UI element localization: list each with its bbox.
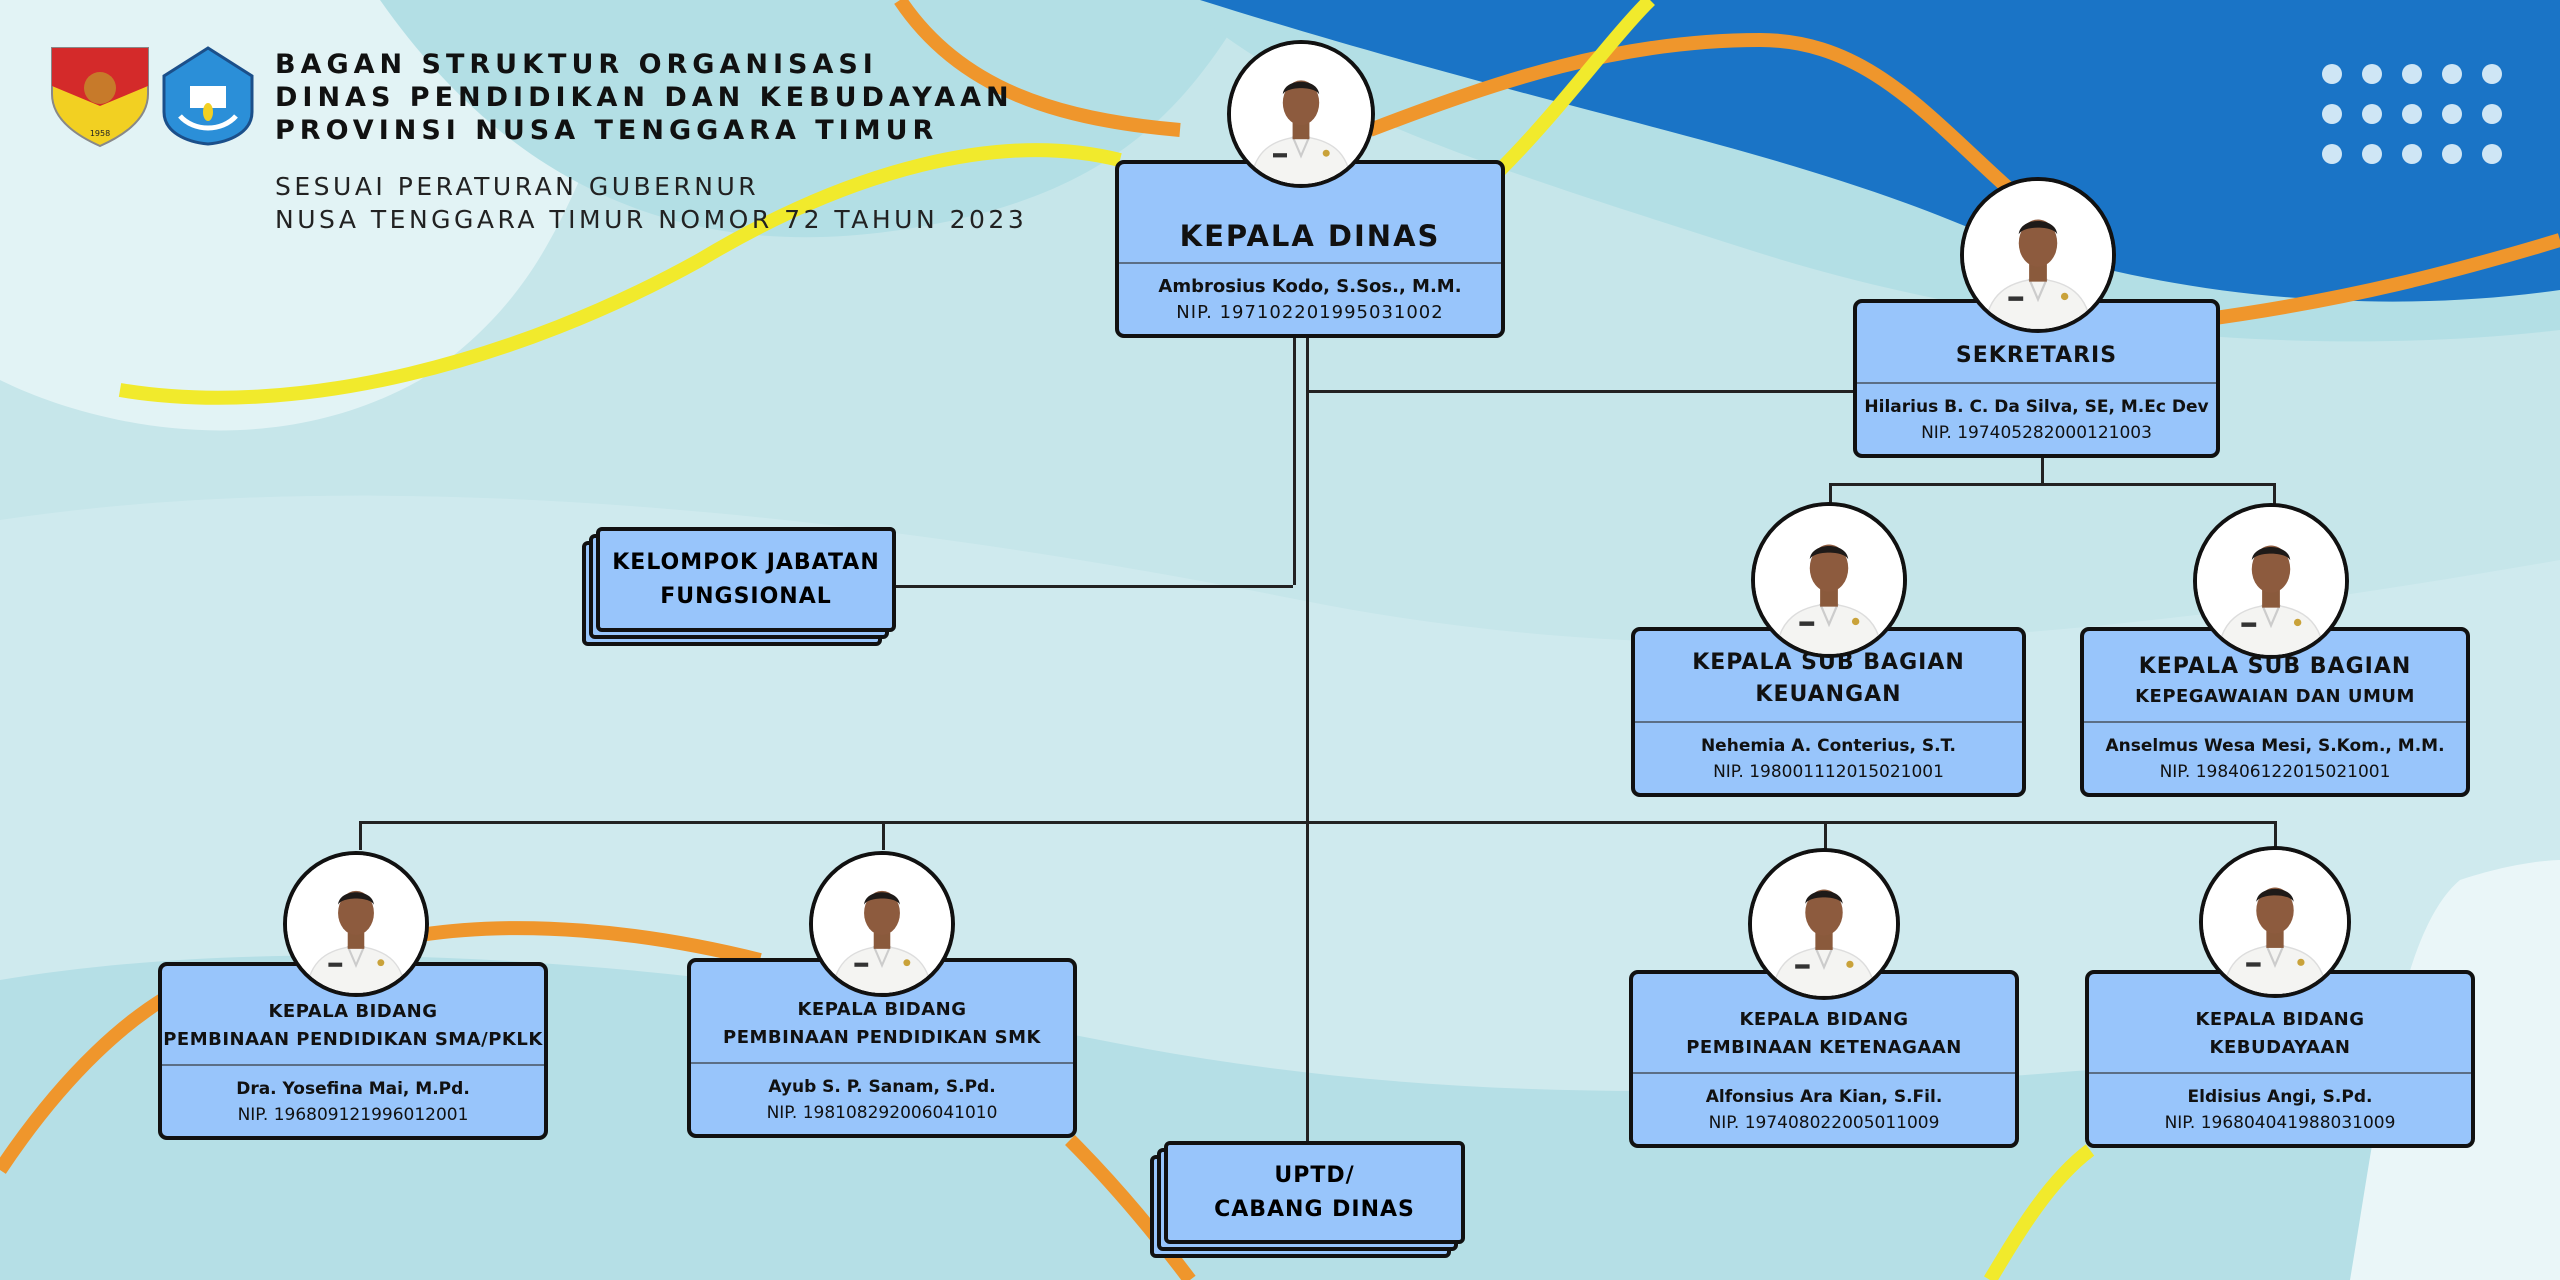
official-photo: [283, 851, 429, 997]
connector-line: [2274, 821, 2277, 850]
connector-line: [896, 585, 1293, 588]
holder-name: Eldisius Angi, S.Pd.: [2187, 1087, 2373, 1107]
position-title: KEPALA BIDANG KEBUDAYAAN: [2089, 974, 2471, 1072]
holder-name: Anselmus Wesa Mesi, S.Kom., M.M.: [2105, 736, 2445, 756]
position-role: KEPEGAWAIAN DAN UMUM: [2135, 686, 2415, 707]
position-role: PEMBINAAN PENDIDIKAN SMK: [723, 1027, 1041, 1048]
official-photo: [2199, 846, 2351, 998]
connector-line: [359, 821, 362, 850]
position-holder: Anselmus Wesa Mesi, S.Kom., M.M. NIP. 198…: [2084, 721, 2466, 793]
official-photo: [1751, 502, 1907, 658]
chart-title: BAGAN STRUKTUR ORGANISASI DINAS PENDIDIK…: [275, 48, 1014, 147]
position-title: SEKRETARIS: [1857, 303, 2216, 382]
holder-name: Alfonsius Ara Kian, S.Fil.: [1705, 1087, 1943, 1107]
group-label: KELOMPOK JABATAN FUNGSIONAL: [596, 527, 896, 632]
position-title: KEPALA BIDANG PEMBINAAN KETENAGAAN: [1633, 974, 2015, 1072]
official-photo: [1748, 848, 1900, 1000]
position-title: KEPALA DINAS: [1119, 164, 1501, 262]
group-label-line: CABANG DINAS: [1214, 1196, 1415, 1222]
holder-name: Hilarius B. C. Da Silva, SE, M.Ec Dev: [1864, 397, 2209, 417]
title-line: PROVINSI NUSA TENGGARA TIMUR: [275, 115, 939, 146]
group-box-uptd[interactable]: UPTD/CABANG DINAS: [1150, 1141, 1465, 1258]
connector-line: [1829, 483, 1832, 505]
group-box-kelompok-jabatan[interactable]: KELOMPOK JABATAN FUNGSIONAL: [582, 527, 896, 646]
connector-line: [359, 821, 2274, 824]
position-role: KEPALA BIDANG: [797, 999, 967, 1020]
position-role: KEPALA BIDANG: [2195, 1009, 2365, 1030]
position-holder: Ayub S. P. Sanam, S.Pd. NIP. 198108292006…: [691, 1062, 1073, 1134]
position-holder: Dra. Yosefina Mai, M.Pd. NIP. 19680912199…: [162, 1064, 544, 1136]
position-role: KEPALA BIDANG: [268, 1001, 438, 1022]
tut-wuri-handayani-emblem: [162, 46, 254, 146]
subtitle-line: NUSA TENGGARA TIMUR NOMOR 72 TAHUN 2023: [275, 205, 1028, 234]
official-photo: [809, 851, 955, 997]
holder-nip: NIP. 196809121996012001: [237, 1105, 469, 1125]
group-label-line: FUNGSIONAL: [660, 583, 832, 609]
official-photo: [2193, 503, 2349, 659]
title-line: DINAS PENDIDIKAN DAN KEBUDAYAAN: [275, 82, 1014, 113]
position-role: KEUANGAN: [1755, 682, 1902, 707]
position-box-kepala-dinas[interactable]: KEPALA DINAS Ambrosius Kodo, S.Sos., M.M.…: [1115, 160, 1505, 338]
connector-line: [1306, 338, 1309, 1143]
connector-line: [2041, 457, 2044, 483]
regulation-subtitle: SESUAI PERATURAN GUBERNUR NUSA TENGGARA …: [275, 170, 1027, 236]
svg-text:1958: 1958: [90, 129, 110, 138]
holder-name: Ayub S. P. Sanam, S.Pd.: [768, 1077, 996, 1097]
position-role: SEKRETARIS: [1955, 343, 2118, 368]
holder-name: Dra. Yosefina Mai, M.Pd.: [236, 1079, 470, 1099]
group-label-line: UPTD/: [1274, 1162, 1355, 1188]
position-role: PEMBINAAN KETENAGAAN: [1686, 1037, 1962, 1058]
decorative-dots: [2322, 64, 2502, 164]
position-holder: Alfonsius Ara Kian, S.Fil. NIP. 197408022…: [1633, 1072, 2015, 1144]
group-label: UPTD/CABANG DINAS: [1164, 1141, 1465, 1244]
position-holder: Ambrosius Kodo, S.Sos., M.M. NIP. 1971022…: [1119, 262, 1501, 334]
official-photo: [1227, 40, 1375, 188]
group-label-line: KELOMPOK JABATAN: [612, 549, 880, 575]
position-role: PEMBINAAN PENDIDIKAN SMA/PKLK: [163, 1029, 543, 1050]
position-holder: Eldisius Angi, S.Pd. NIP. 196804041988031…: [2089, 1072, 2471, 1144]
position-role: KEBUDAYAAN: [2209, 1037, 2351, 1058]
connector-line: [1829, 483, 2273, 486]
holder-nip: NIP. 197102201995031002: [1176, 302, 1444, 323]
position-box-kabid-kebudayaan[interactable]: KEPALA BIDANG KEBUDAYAAN Eldisius Angi, S.…: [2085, 970, 2475, 1148]
holder-nip: NIP. 196804041988031009: [2164, 1113, 2396, 1133]
connector-line: [2273, 483, 2276, 505]
official-photo: [1960, 177, 2116, 333]
holder-nip: NIP. 198108292006041010: [766, 1103, 998, 1123]
connector-line: [1824, 821, 1827, 850]
ntt-province-emblem: 1958: [51, 47, 149, 148]
title-line: BAGAN STRUKTUR ORGANISASI: [275, 49, 878, 80]
position-holder: Nehemia A. Conterius, S.T. NIP. 198001112…: [1635, 721, 2022, 793]
holder-nip: NIP. 197408022005011009: [1708, 1113, 1940, 1133]
connector-line: [882, 821, 885, 850]
holder-name: Nehemia A. Conterius, S.T.: [1700, 736, 1957, 756]
position-title: KEPALA BIDANG PEMBINAAN PENDIDIKAN SMK: [691, 962, 1073, 1062]
position-role: KEPALA DINAS: [1179, 219, 1441, 253]
holder-nip: NIP. 198406122015021001: [2159, 762, 2391, 782]
holder-name: Ambrosius Kodo, S.Sos., M.M.: [1158, 276, 1462, 297]
position-title: KEPALA BIDANG PEMBINAAN PENDIDIKAN SMA/PK…: [162, 966, 544, 1064]
connector-line: [1293, 338, 1296, 585]
holder-nip: NIP. 198001112015021001: [1713, 762, 1944, 782]
subtitle-line: SESUAI PERATURAN GUBERNUR: [275, 172, 760, 201]
holder-nip: NIP. 197405282000121003: [1921, 423, 2152, 443]
position-role: KEPALA BIDANG: [1739, 1009, 1909, 1030]
connector-line: [1306, 390, 1853, 393]
